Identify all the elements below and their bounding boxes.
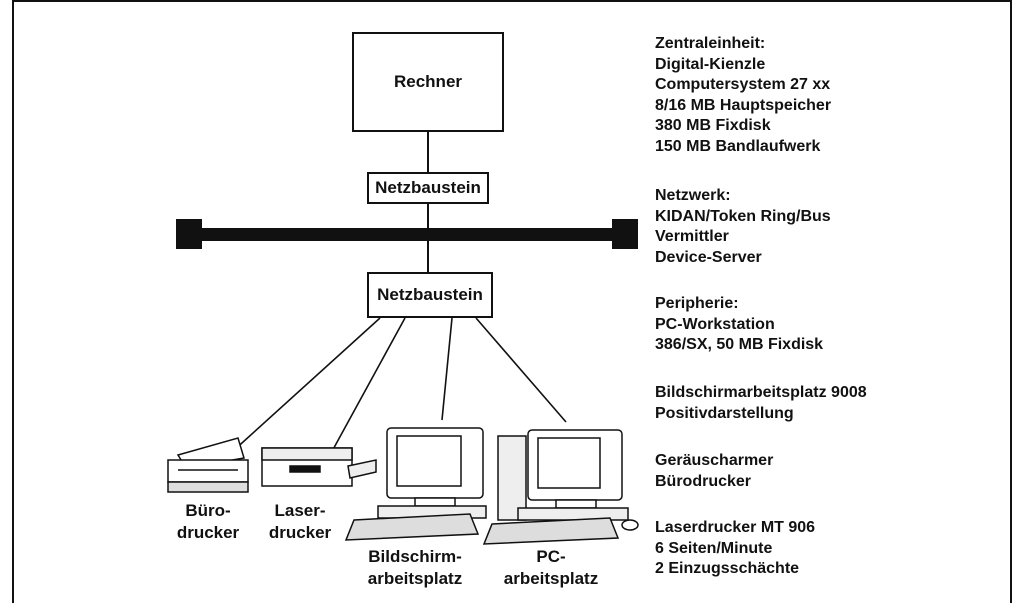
bus-terminator-right [612,219,638,249]
rechner-label: Rechner [393,72,463,91]
link-laserdrucker [329,317,406,456]
spec-heading: Zentraleinheit: [655,35,766,52]
spec-geraeuscharm: Geräuscharmer Bürodrucker [655,452,774,490]
rechner-box: Rechner [352,32,504,132]
spec-netzwerk: Netzwerk: KIDAN/Token Ring/Bus Vermittle… [655,187,831,266]
device-label-pc: PC- arbeitsplatz [503,547,599,588]
laser-printer-icon [261,447,377,487]
link-bildschirm [441,317,453,421]
spec-laserdrucker: Laserdrucker MT 906 6 Seiten/Minute 2 Ei… [655,519,816,577]
netzbaustein-top-label: Netzbaustein [375,178,481,197]
pc-workstation-icon [482,429,639,545]
office-printer-icon [167,437,249,493]
link-buerodrucker [231,317,381,453]
spec-heading: Peripherie: [655,295,739,312]
device-label-bildschirm: Bildschirm- arbeitsplatz [367,547,463,588]
spec-zentraleinheit: Zentraleinheit: Digital-Kienzle Computer… [655,35,832,155]
spec-peripherie: Peripherie: PC-Workstation 386/SX, 50 MB… [655,295,824,353]
device-label-laserdrucker: Laser- drucker [268,501,332,542]
network-bus [200,228,614,241]
link-pc [475,317,567,423]
device-label-buerodrucker: Büro- drucker [176,501,240,542]
diagram-frame [12,0,1012,603]
bus-terminator-left [176,219,202,249]
spec-heading: Netzwerk: [655,187,731,204]
terminal-workstation-icon [344,427,487,541]
netzbaustein-top: Netzbaustein [367,172,489,204]
spec-bildschirm: Bildschirmarbeitsplatz 9008 Positivdarst… [655,384,867,422]
netzbaustein-bottom: Netzbaustein [367,272,493,318]
netzbaustein-bottom-label: Netzbaustein [377,285,483,304]
